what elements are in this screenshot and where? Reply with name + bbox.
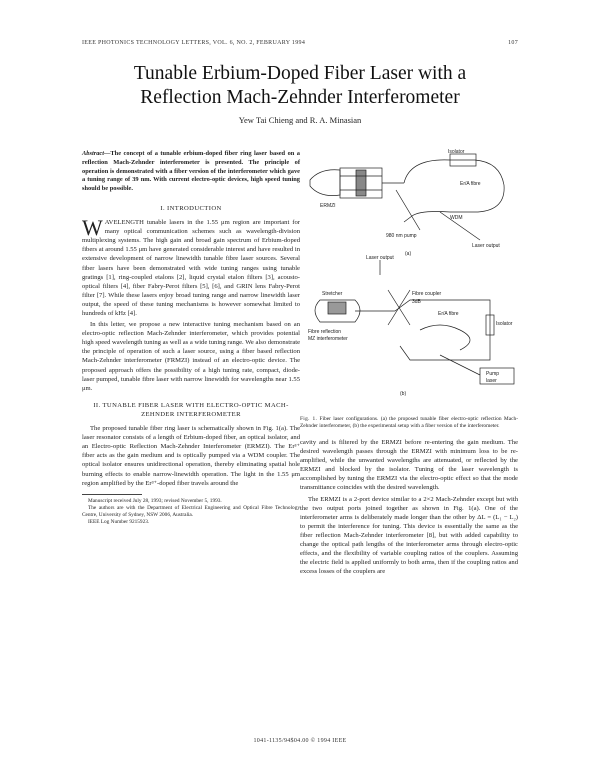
label-pump-in-a: 980 nm pump [386,233,417,239]
copyright-footer: 1041-1135/94$04.00 © 1994 IEEE [253,738,347,744]
author-list: Yew Tai Chieng and R. A. Minasian [238,115,362,125]
left-column: Abstract—The concept of a tunable erbium… [82,150,300,526]
stretcher-box-b [327,301,347,315]
ermzi-electrode [355,169,367,197]
label-pump-b: Pump [486,371,500,377]
running-header: IEEE PHOTONICS TECHNOLOGY LETTERS, VOL. … [82,40,518,50]
intro-paragraph-1-text: AVELENGTH tunable lasers in the 1.55 μm … [82,219,300,318]
footnote-affiliation: The authors are with the Department of E… [82,504,300,518]
pump-in-line-a [395,189,421,231]
label-erfibre-b: Er/A fibre [438,311,459,317]
figure-1: Isolator Er/A fibre ERMZI WDM 980 nm pum… [300,149,518,408]
isolator-box-b [485,314,495,336]
caption-text: Fiber laser configurations. (a) the prop… [300,416,518,429]
ring-fiber-b [355,299,491,361]
label-stretcher-b: Stretcher [322,291,343,297]
section-heading-tunable-laser: II. TUNABLE FIBER LASER WITH ELECTRO-OPT… [93,401,289,418]
label-pump-laser-b: laser [486,378,497,384]
abstract-lead: Abstract [82,150,105,157]
title-line-1: Tunable Erbium-Doped Fiber Laser with a [133,63,467,84]
page-number: 107 [508,40,518,46]
ring-fiber-a [403,159,505,213]
footnote-rule [82,493,142,495]
label-fibre-coupler-b: Fibre coupler [412,291,442,297]
right-column: Isolator Er/A fibre ERMZI WDM 980 nm pum… [300,149,518,578]
title-line-2: Reflection Mach-Zehnder Interferometer [140,87,460,108]
figure-1-caption: Fig. 1. Fiber laser configurations. (a) … [300,416,518,430]
intro-paragraph-2: In this letter, we propose a new interac… [82,321,300,392]
right-paragraph-1: cavity and is filtered by the ERMZI befo… [300,439,518,492]
fibre-coupler-crossing-b [387,289,411,326]
label-wdm-a: WDM [450,215,463,221]
footnote-received: Manuscript received July 28, 1993; revis… [88,497,222,504]
paper-title: Tunable Erbium-Doped Fiber Laser with a … [60,62,540,110]
label-isolator-b: Isolator [496,321,513,327]
figure-1-diagram [309,153,515,385]
label-laser-out-b: Laser output [366,255,394,261]
ermzi-left-loop [309,169,341,196]
abstract-text: —The concept of a tunable erbium-doped f… [82,150,300,193]
journal-header: IEEE PHOTONICS TECHNOLOGY LETTERS, VOL. … [82,40,306,46]
caption-number: Fig. 1. [300,416,318,422]
pump-line-b [439,354,481,376]
label-erfibre-a: Er/A fibre [460,181,481,187]
label-sub-a: (a) [405,251,412,257]
section-heading-introduction: I. INTRODUCTION [160,204,222,212]
label-isolator-a: Isolator [448,149,465,155]
isolator-box-a [449,153,477,167]
section2-paragraph-1: The proposed tunable fiber ring laser is… [82,425,300,487]
label-coupler-ratio-b: 3dB [412,299,421,305]
label-ermzi-a: ERMZI [320,203,336,209]
pump-laser-box-b [479,367,515,385]
frmzi-loop-b [314,299,361,323]
footnote-log: IEEE Log Number 9215923. [88,518,150,525]
right-paragraph-2: The ERMZI is a 2-port device similar to … [300,495,518,576]
erfibre-coil-b [419,324,471,351]
label-laser-out-a: Laser output [472,243,500,249]
drop-cap: W [82,215,103,241]
label-frmzi-b-2: MZ interferometer [308,336,348,342]
abstract: Abstract—The concept of a tunable erbium… [82,150,300,194]
laser-out-line-a [439,211,481,241]
label-frmzi-b: Fibre reflection [308,329,342,335]
label-sub-b: (b) [400,391,407,397]
wdm-path-a [403,211,451,223]
